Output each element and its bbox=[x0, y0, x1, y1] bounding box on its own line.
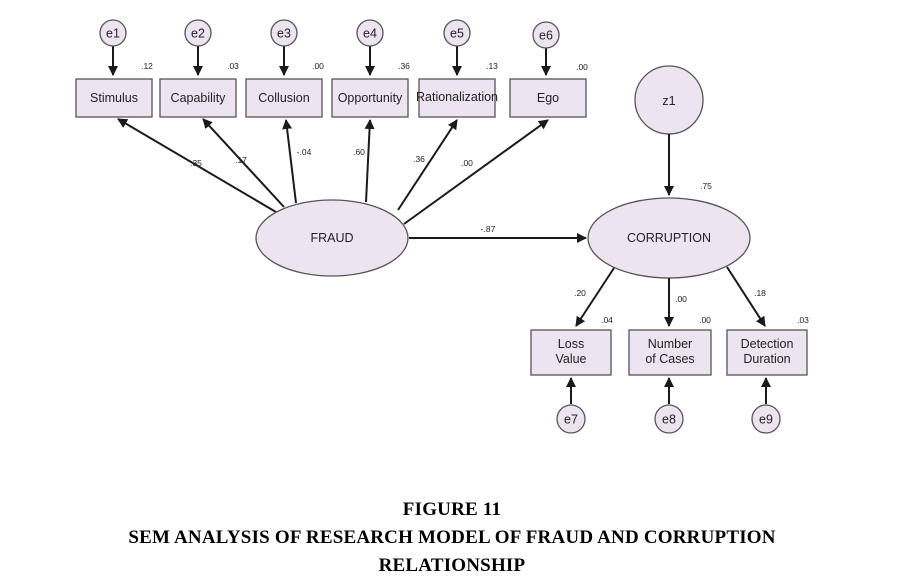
r2-opportunity: .36 bbox=[398, 61, 410, 71]
indicator-detection-duration: Detection Duration .03 e9 bbox=[726, 315, 809, 434]
path-corruption-loss-value bbox=[575, 267, 615, 327]
label-z1: z1 bbox=[662, 94, 675, 108]
box-opportunity bbox=[331, 78, 409, 118]
r2-number-of-cases: .00 bbox=[699, 315, 711, 325]
error-node-e3 bbox=[270, 19, 298, 47]
r2-collusion: .00 bbox=[312, 61, 324, 71]
r2-corruption: .75 bbox=[700, 181, 712, 191]
box-detection-duration bbox=[726, 329, 808, 376]
label-capability: Capability bbox=[171, 91, 227, 105]
box-loss-value bbox=[530, 329, 612, 376]
label-detection-duration-line2: Duration bbox=[743, 352, 790, 366]
coef-detection-duration: .18 bbox=[754, 288, 766, 298]
r2-loss-value: .04 bbox=[601, 315, 613, 325]
label-collusion: Collusion bbox=[258, 91, 309, 105]
r2-stimulus: .12 bbox=[141, 61, 153, 71]
r2-capability: .03 bbox=[227, 61, 239, 71]
box-capability bbox=[159, 78, 237, 118]
error-label-e3: e3 bbox=[277, 27, 291, 41]
coef-loss-value: .20 bbox=[574, 288, 586, 298]
r2-detection-duration: .03 bbox=[797, 315, 809, 325]
indicator-stimulus: e1 Stimulus .12 bbox=[75, 19, 153, 118]
box-collusion bbox=[245, 78, 323, 118]
label-rationalization: Rationalization bbox=[416, 90, 498, 104]
figure-number: FIGURE 11 bbox=[402, 499, 502, 520]
box-number-of-cases bbox=[628, 329, 712, 376]
error-node-e5 bbox=[443, 19, 471, 47]
error-label-e4: e4 bbox=[363, 27, 377, 41]
label-loss-value-line2: Value bbox=[555, 352, 586, 366]
error-label-e1: e1 bbox=[106, 27, 120, 41]
path-fraud-opportunity bbox=[364, 119, 375, 203]
path-fraud-rationalization bbox=[397, 119, 458, 211]
box-rationalization bbox=[418, 78, 496, 118]
error-node-e9 bbox=[751, 404, 781, 434]
coef-opportunity: .60 bbox=[353, 147, 365, 157]
label-number-of-cases-line1: Number bbox=[648, 337, 692, 351]
indicator-opportunity: e4 Opportunity .36 bbox=[331, 19, 410, 118]
error-node-e4 bbox=[356, 19, 384, 47]
r2-ego: .00 bbox=[576, 62, 588, 72]
path-fraud-collusion bbox=[282, 119, 297, 204]
error-node-e7 bbox=[556, 404, 586, 434]
figure-title-line1: SEM ANALYSIS OF RESEARCH MODEL OF FRAUD … bbox=[128, 527, 776, 548]
error-label-e2: e2 bbox=[191, 27, 205, 41]
label-corruption: CORRUPTION bbox=[627, 231, 711, 245]
figure-title-line2: RELATIONSHIP bbox=[378, 555, 526, 576]
error-label-e8: e8 bbox=[662, 413, 676, 427]
path-corruption-detection-duration bbox=[726, 266, 766, 327]
indicator-rationalization: e5 Rationalization .13 bbox=[416, 19, 498, 118]
error-label-e9: e9 bbox=[759, 413, 773, 427]
coef-rationalization: .36 bbox=[413, 154, 425, 164]
path-fraud-stimulus bbox=[117, 118, 277, 213]
r2-rationalization: .13 bbox=[486, 61, 498, 71]
label-number-of-cases-line2: of Cases bbox=[645, 352, 694, 366]
coef-stimulus: .35 bbox=[190, 158, 202, 168]
path-fraud-capability bbox=[202, 118, 285, 208]
coef-number-of-cases: .00 bbox=[675, 294, 687, 304]
indicator-collusion: e3 Collusion .00 bbox=[245, 19, 324, 118]
label-ego: Ego bbox=[537, 91, 559, 105]
label-detection-duration-line1: Detection bbox=[741, 337, 794, 351]
indicator-capability: e2 Capability .03 bbox=[159, 19, 239, 118]
label-stimulus: Stimulus bbox=[90, 91, 138, 105]
coef-ego: .00 bbox=[461, 158, 473, 168]
error-node-e6 bbox=[532, 21, 560, 49]
label-loss-value-line1: Loss bbox=[558, 337, 584, 351]
error-node-e2 bbox=[184, 19, 212, 47]
error-label-e6: e6 bbox=[539, 29, 553, 43]
coef-capability: .17 bbox=[235, 155, 247, 165]
coef-fraud-corruption: -.87 bbox=[481, 224, 496, 234]
label-opportunity: Opportunity bbox=[338, 91, 403, 105]
indicator-number-of-cases: Number of Cases .00 e8 bbox=[628, 315, 712, 434]
path-fraud-ego bbox=[403, 119, 549, 225]
coef-collusion: -.04 bbox=[297, 147, 312, 157]
error-node-e1 bbox=[99, 19, 127, 47]
box-stimulus bbox=[75, 78, 153, 118]
error-label-e7: e7 bbox=[564, 413, 578, 427]
error-node-e8 bbox=[654, 404, 684, 434]
indicator-loss-value: Loss Value .04 e7 bbox=[530, 315, 613, 434]
sem-path-diagram: e1 Stimulus .12 e2 Capability .03 e3 Col… bbox=[75, 19, 809, 434]
error-label-e5: e5 bbox=[450, 27, 464, 41]
label-fraud: FRAUD bbox=[310, 231, 353, 245]
indicator-ego: e6 Ego .00 bbox=[509, 21, 588, 118]
box-ego bbox=[509, 78, 587, 118]
latent-fraud bbox=[255, 199, 409, 277]
